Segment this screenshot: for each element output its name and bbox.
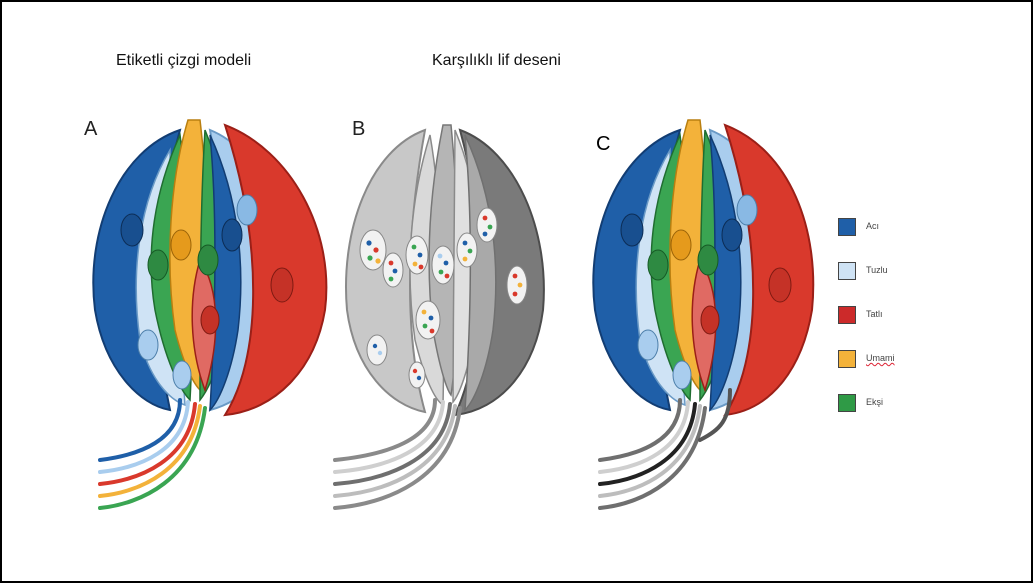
legend-swatch-sour [838, 394, 856, 412]
cell-nucleus [477, 208, 497, 242]
cell-nucleus [148, 250, 168, 280]
legend-swatch-salty [838, 262, 856, 280]
heading-cross-fiber-pattern: Karşılıklı lif deseni [432, 52, 561, 70]
cell-nucleus [406, 236, 428, 274]
legend-swatch-umami [838, 350, 856, 368]
cell-nucleus [367, 335, 387, 365]
taste-bud-cells-b [346, 125, 544, 415]
legend-label-salty: Tuzlu [866, 265, 888, 275]
taste-bud-cells-a [93, 120, 326, 415]
cell-nucleus [457, 233, 477, 267]
cell-nucleus [360, 230, 386, 270]
legend-label-bitter: Acı [866, 221, 879, 231]
cell-nucleus [121, 214, 143, 246]
cell-nucleus [416, 301, 440, 339]
cell-nucleus [138, 330, 158, 360]
taste-bud-diagram-b [325, 110, 565, 530]
nerve-fibers-a [100, 400, 205, 508]
legend-swatch-bitter [838, 218, 856, 236]
legend-label-sweet: Tatlı [866, 309, 883, 319]
legend-item-sweet: Tatlı [832, 306, 952, 350]
cell-nucleus [271, 268, 293, 302]
cell-nucleus [237, 195, 257, 225]
legend-label-umami: Umami [866, 353, 895, 363]
legend-item-salty: Tuzlu [832, 262, 952, 306]
cell-nucleus [222, 219, 242, 251]
cell-nucleus [198, 245, 218, 275]
cell-nucleus [173, 361, 191, 389]
legend-swatch-sweet [838, 306, 856, 324]
cell-nucleus [171, 230, 191, 260]
cell-nucleus [409, 362, 425, 388]
cell-nucleus [432, 246, 454, 284]
legend-item-umami: Umami [832, 350, 952, 394]
taste-bud-diagram-c [580, 110, 820, 530]
legend-item-sour: Ekşi [832, 394, 952, 438]
cell-nucleus [507, 266, 527, 304]
heading-labeled-line-model: Etiketli çizgi modeli [116, 52, 251, 70]
cell-nucleus [201, 306, 219, 334]
taste-bud-cells-c [593, 120, 813, 415]
taste-bud-diagram-a [60, 110, 330, 530]
nerve-fibers-b [335, 400, 460, 508]
legend-item-bitter: Acı [832, 218, 952, 262]
taste-legend: Acı Tuzlu Tatlı Umami Ekşi [832, 218, 952, 438]
legend-label-sour: Ekşi [866, 397, 883, 407]
